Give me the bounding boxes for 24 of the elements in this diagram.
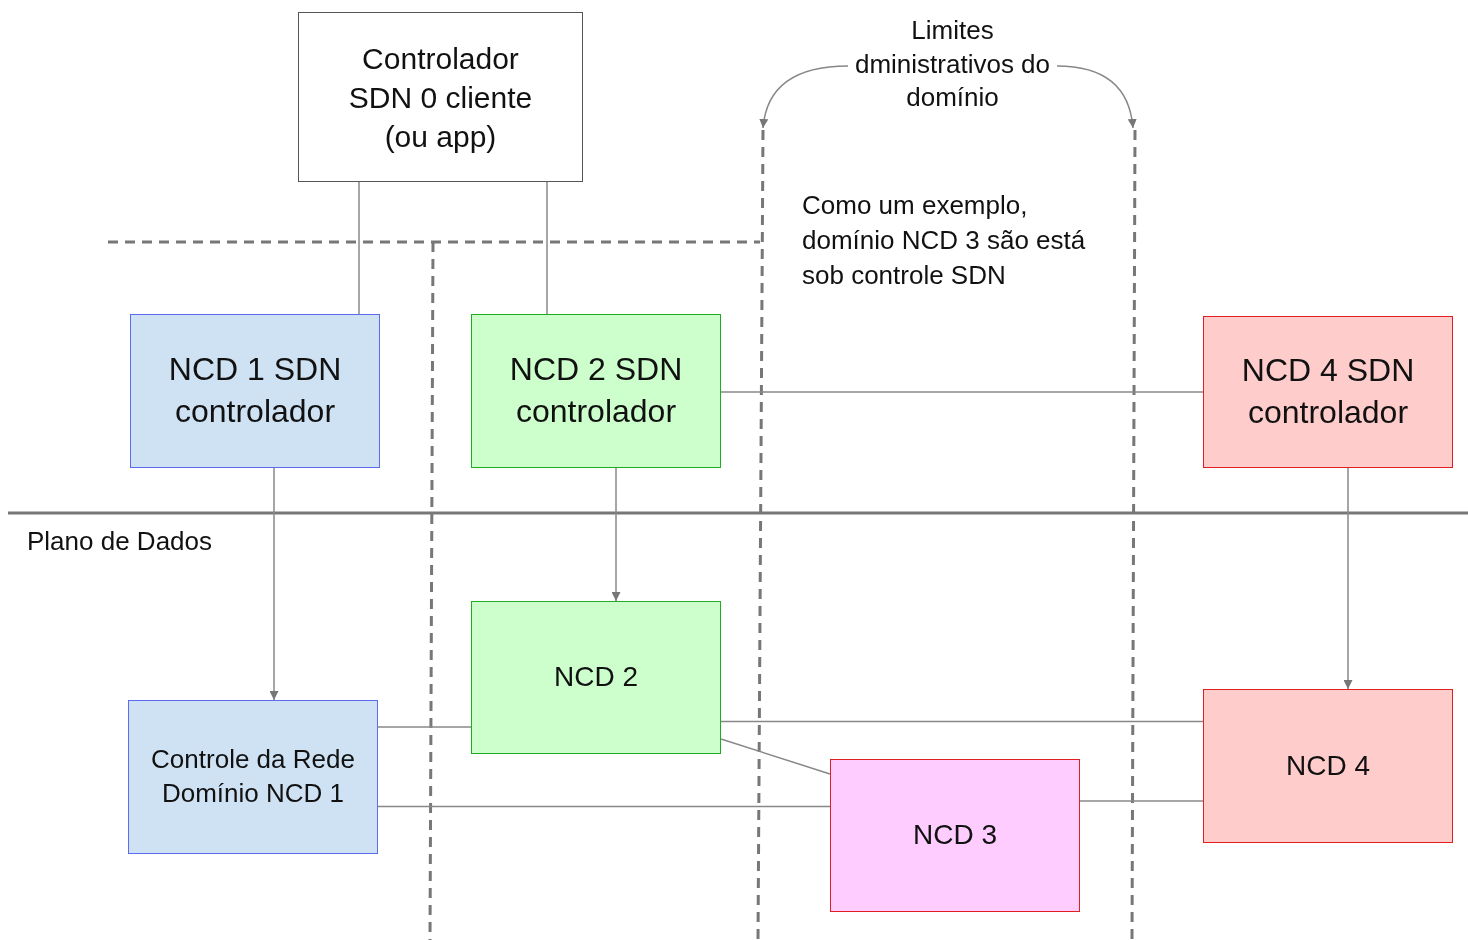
section-label: Plano de Dados	[27, 525, 214, 558]
arrow	[1056, 65, 1137, 129]
process-box: NCD 3	[830, 759, 1080, 912]
arrow	[1343, 467, 1353, 690]
connector-line	[720, 720, 1204, 723]
connector-line	[720, 738, 831, 775]
arrow	[611, 467, 621, 602]
connector-line	[358, 181, 360, 315]
connector-line	[377, 805, 831, 808]
process-box: NCD 4 SDN controlador	[1203, 316, 1453, 468]
connector-line	[377, 726, 472, 728]
note-text: Como um exemplo, domínio NCD 3 são está sob controle SDN	[802, 189, 1087, 292]
process-box: NCD 2 SDN controlador	[471, 314, 721, 468]
process-box: Controlador SDN 0 cliente (ou app)	[298, 12, 583, 182]
process-box: Controle da Rede Domínio NCD 1	[128, 700, 378, 854]
connector-line	[546, 181, 548, 315]
process-box: NCD 1 SDN controlador	[130, 314, 380, 468]
connector-line	[1079, 800, 1204, 802]
annotation-text: Limites dministrativos do domínio	[850, 12, 1055, 117]
process-box: NCD 2	[471, 601, 721, 754]
process-box: NCD 4	[1203, 689, 1453, 843]
arrow	[269, 467, 279, 701]
connector-line	[720, 391, 1204, 393]
arrow	[759, 65, 849, 129]
